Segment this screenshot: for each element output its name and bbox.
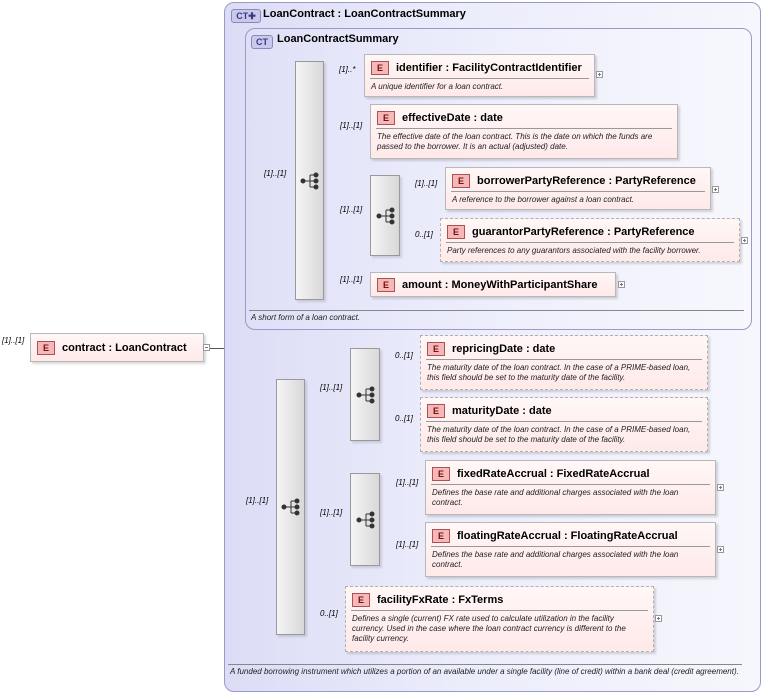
element-badge-icon: E — [377, 111, 395, 125]
element-badge-icon: E — [37, 341, 55, 355]
collapse-icon[interactable] — [203, 344, 210, 351]
element-description: The effective date of the loan contract.… — [377, 132, 653, 151]
sequence-summary-cardinality: [1]..[1] — [264, 169, 287, 178]
element-name: guarantorPartyReference : PartyReference — [472, 226, 695, 238]
element-name: contract : LoanContract — [62, 342, 187, 354]
expand-icon[interactable] — [712, 186, 719, 193]
element-name: facilityFxRate : FxTerms — [377, 594, 504, 606]
element-description: A reference to the borrower against a lo… — [452, 195, 635, 204]
element-description: The maturity date of the loan contract. … — [427, 425, 691, 444]
sequence-accrual-cardinality: [1]..[1] — [320, 508, 343, 517]
element-description: Defines the base rate and additional cha… — [432, 488, 679, 507]
element-description: Party references to any guarantors assoc… — [447, 246, 701, 255]
element-name: repricingDate : date — [452, 343, 556, 355]
element-name: floatingRateAccrual : FloatingRateAccrua… — [457, 530, 678, 542]
element-name: identifier : FacilityContractIdentifier — [396, 62, 582, 74]
inner-type-badge-icon: CT — [251, 35, 273, 49]
cardinality-floatingrateaccrual: [1]..[1] — [396, 540, 419, 549]
element-description: Defines the base rate and additional cha… — [432, 550, 679, 569]
cardinality-effectivedate: [1]..[1] — [340, 121, 363, 130]
cardinality-facilityfxrate: 0..[1] — [320, 609, 338, 618]
sequence-extension-cardinality: [1]..[1] — [246, 496, 269, 505]
element-badge-icon: E — [447, 225, 465, 239]
element-badge-icon: E — [377, 278, 395, 292]
inner-type-divider — [249, 310, 744, 311]
complex-type-badge-icon: CT✚ — [231, 9, 261, 23]
cardinality-maturitydate: 0..[1] — [395, 414, 413, 423]
element-name: amount : MoneyWithParticipantShare — [402, 279, 598, 291]
sequence-icon — [300, 172, 319, 190]
inner-type-title: LoanContractSummary — [277, 33, 399, 45]
expand-icon[interactable] — [717, 484, 724, 491]
element-badge-icon: E — [432, 467, 450, 481]
element-badge-icon: E — [432, 529, 450, 543]
root-cardinality: [1]..[1] — [2, 336, 25, 345]
inner-type-description: A short form of a loan contract. — [251, 313, 361, 322]
expand-icon[interactable] — [618, 281, 625, 288]
element-name: effectiveDate : date — [402, 112, 503, 124]
element-name: borrowerPartyReference : PartyReference — [477, 175, 696, 187]
cardinality-identifier: [1]..* — [339, 65, 356, 74]
outer-type-divider — [228, 664, 742, 665]
sequence-icon — [376, 207, 395, 225]
expand-icon[interactable] — [655, 615, 662, 622]
element-description: Defines a single (current) FX rate used … — [352, 614, 626, 643]
cardinality-repricingdate: 0..[1] — [395, 351, 413, 360]
sequence-dates-cardinality: [1]..[1] — [320, 383, 343, 392]
element-description: A unique identifier for a loan contract. — [371, 82, 504, 91]
element-description: The maturity date of the loan contract. … — [427, 363, 691, 382]
cardinality-guarantorpartyreference: 0..[1] — [415, 230, 433, 239]
sequence-icon — [281, 498, 300, 516]
element-badge-icon: E — [427, 342, 445, 356]
sequence-party-cardinality: [1]..[1] — [340, 205, 363, 214]
cardinality-amount: [1]..[1] — [340, 275, 363, 284]
element-badge-icon: E — [452, 174, 470, 188]
element-badge-icon: E — [427, 404, 445, 418]
sequence-icon — [356, 386, 375, 404]
element-badge-icon: E — [352, 593, 370, 607]
element-name: fixedRateAccrual : FixedRateAccrual — [457, 468, 650, 480]
outer-type-description: A funded borrowing instrument which util… — [230, 667, 739, 676]
element-name: maturityDate : date — [452, 405, 552, 417]
expand-icon[interactable] — [596, 71, 603, 78]
element-badge-icon: E — [371, 61, 389, 75]
complex-type-title: LoanContract : LoanContractSummary — [263, 8, 466, 20]
sequence-party[interactable] — [370, 175, 400, 256]
cardinality-borrowerpartyreference: [1]..[1] — [415, 179, 438, 188]
sequence-icon — [356, 511, 375, 529]
cardinality-fixedrateaccrual: [1]..[1] — [396, 478, 419, 487]
expand-icon[interactable] — [717, 546, 724, 553]
expand-icon[interactable] — [741, 237, 748, 244]
